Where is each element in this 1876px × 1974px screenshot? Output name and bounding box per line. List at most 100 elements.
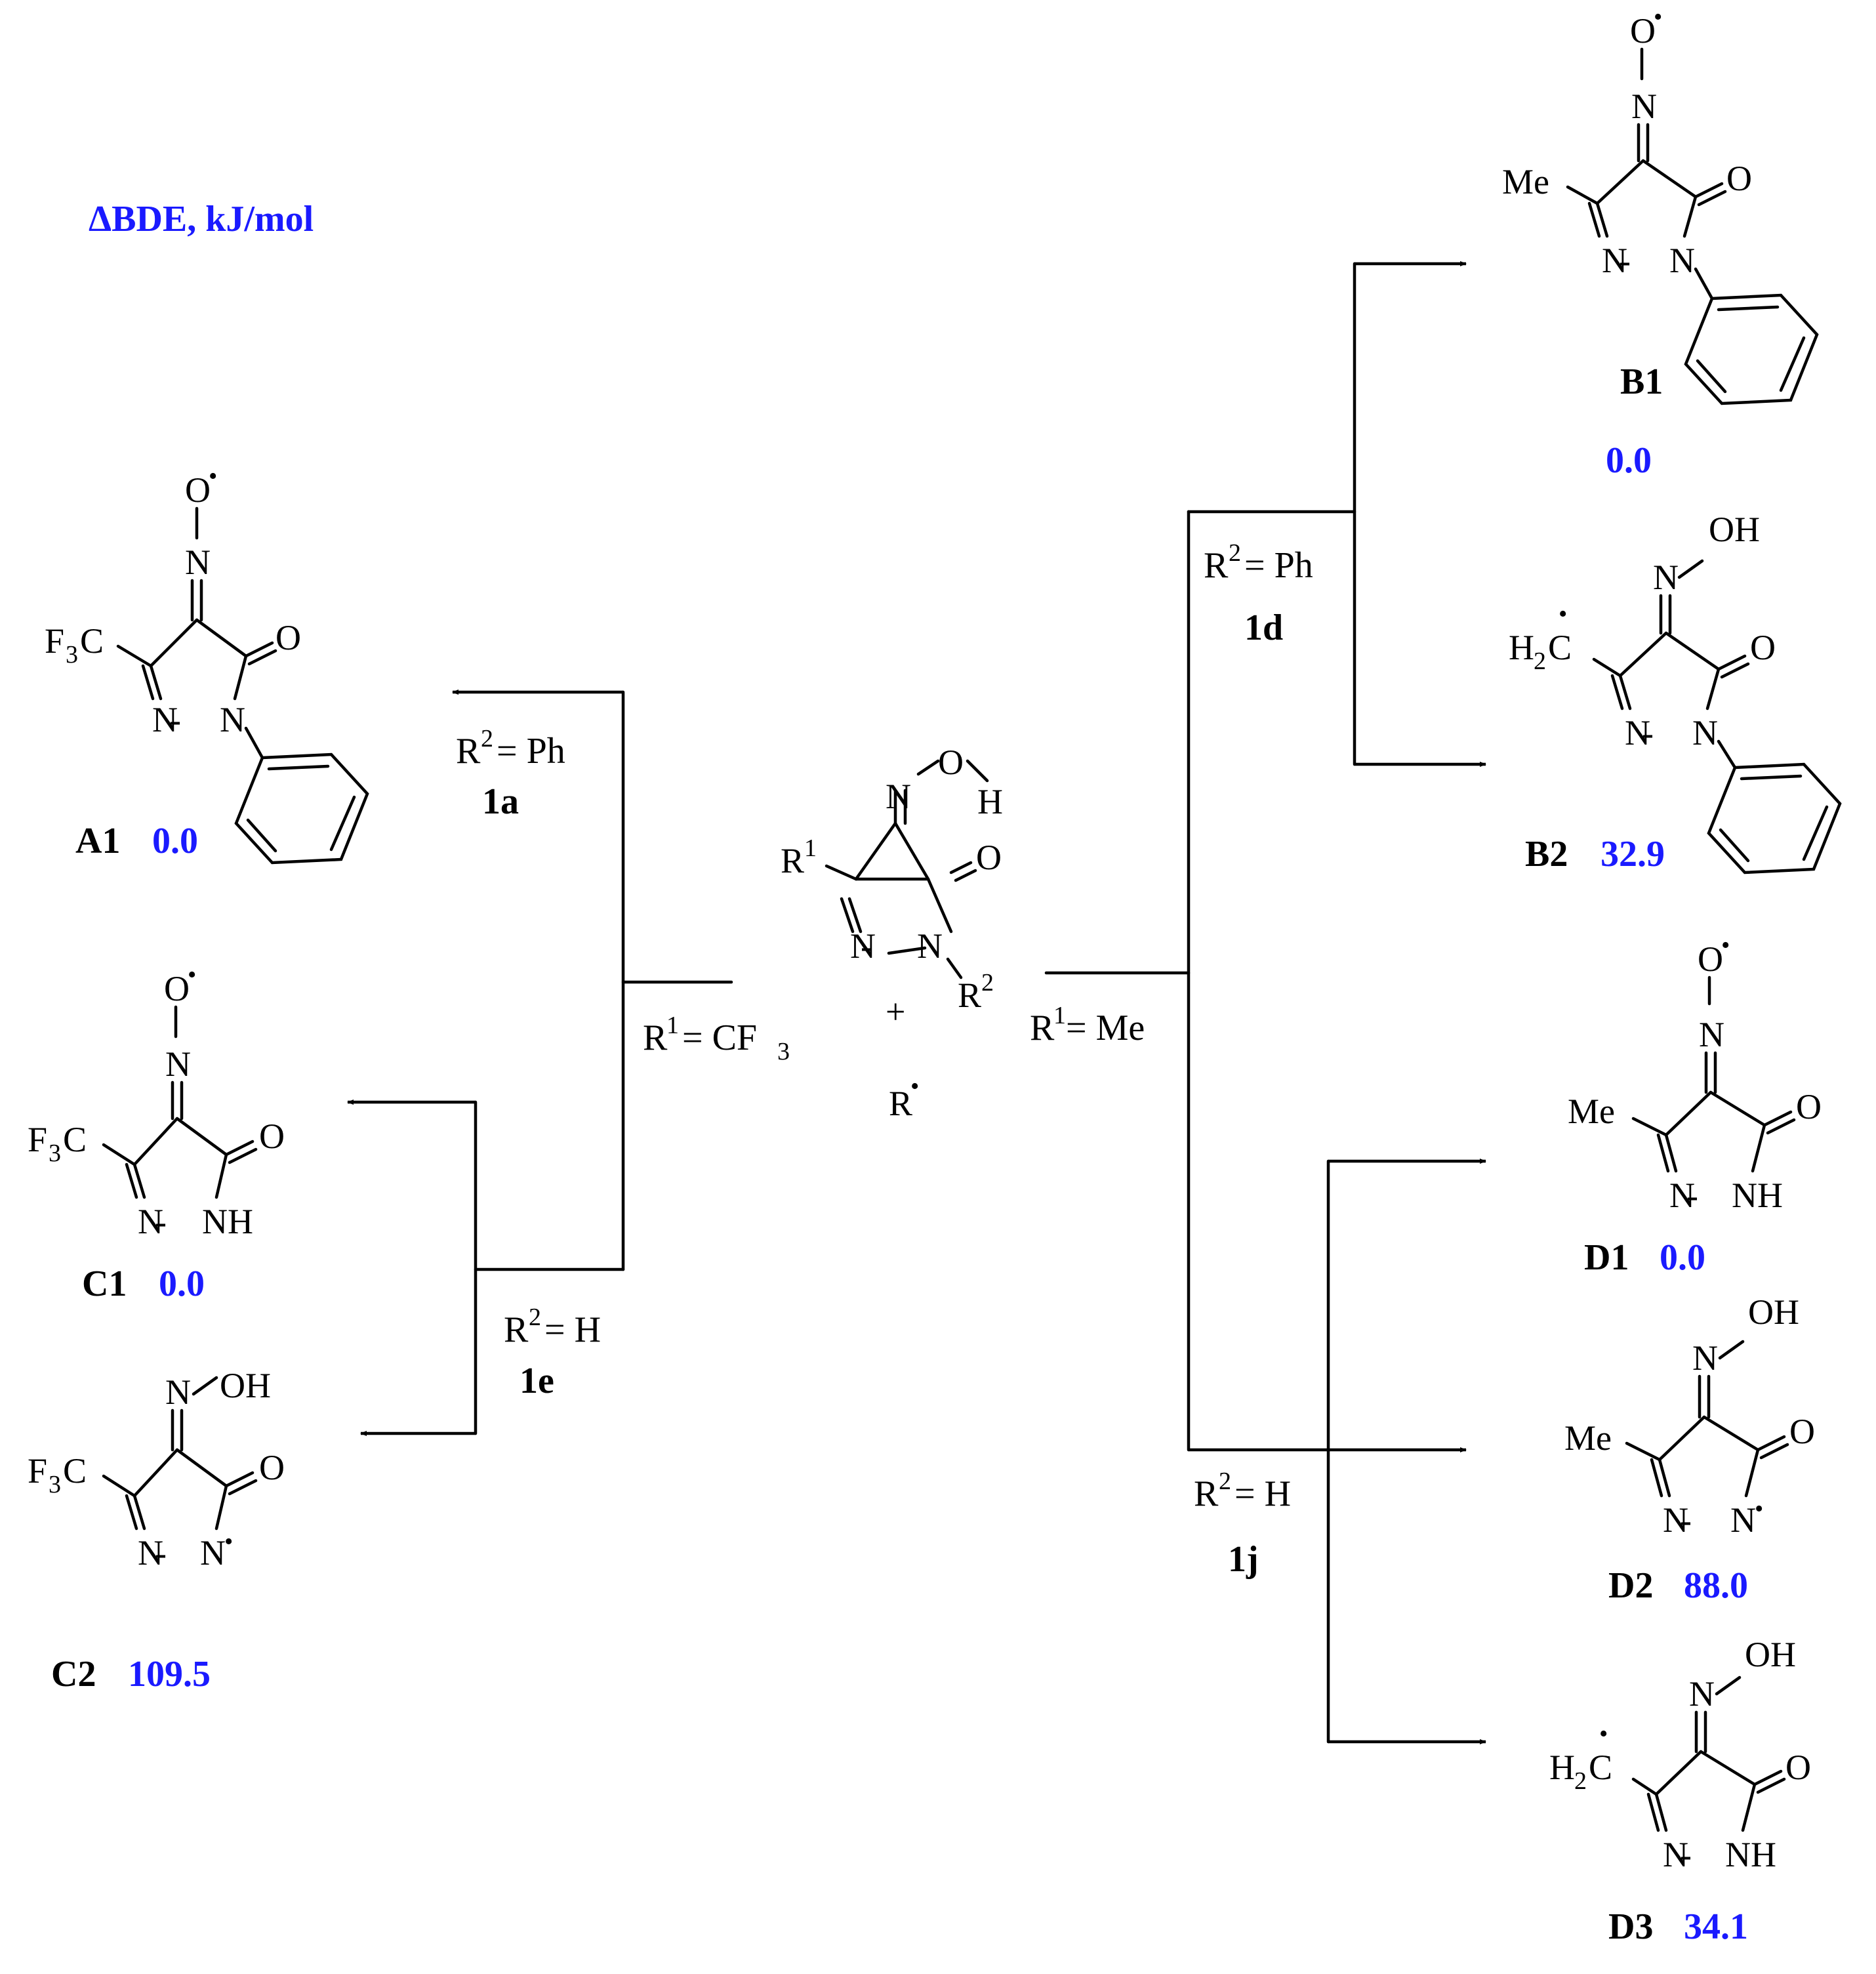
svg-text:3: 3 xyxy=(49,1140,61,1167)
svg-text:C1: C1 xyxy=(82,1264,127,1304)
svg-text:R: R xyxy=(1194,1473,1219,1514)
svg-text:-: - xyxy=(155,1533,167,1573)
svg-text:= CF: = CF xyxy=(682,1018,757,1058)
svg-text:•: • xyxy=(224,1528,233,1555)
svg-text:R: R xyxy=(1204,545,1229,586)
svg-text:D1: D1 xyxy=(1584,1237,1629,1278)
svg-text:O: O xyxy=(1630,11,1656,51)
svg-text:-: - xyxy=(155,1202,167,1241)
svg-text:1: 1 xyxy=(666,1012,679,1039)
product-C2: N OH O N - N • F 3 C C2 109.5 xyxy=(28,1366,285,1695)
svg-text:2: 2 xyxy=(481,725,493,752)
svg-text:NH: NH xyxy=(1725,1835,1776,1874)
svg-text:N: N xyxy=(152,700,178,739)
svg-text:3: 3 xyxy=(49,1471,61,1498)
svg-text:1d: 1d xyxy=(1244,607,1283,648)
svg-text:•: • xyxy=(1654,3,1662,31)
svg-text:2: 2 xyxy=(981,969,994,997)
condition-1a: R 2 = Ph 1a xyxy=(456,725,565,822)
svg-text:0.0: 0.0 xyxy=(152,821,198,861)
svg-text:OH: OH xyxy=(220,1366,271,1405)
svg-text:C: C xyxy=(63,1451,87,1491)
svg-text:O: O xyxy=(259,1117,285,1156)
svg-text:2: 2 xyxy=(1229,539,1241,567)
svg-text:32.9: 32.9 xyxy=(1601,834,1665,874)
svg-text:N: N xyxy=(165,1044,191,1084)
svg-text:C: C xyxy=(1589,1748,1612,1787)
svg-text:•: • xyxy=(1721,932,1730,959)
product-C1: O • N O N - NH F 3 C C1 0.0 xyxy=(28,961,285,1304)
svg-text:R: R xyxy=(781,841,804,880)
svg-text:•: • xyxy=(188,961,196,989)
svg-text:O: O xyxy=(1750,628,1776,667)
scheme-title: ΔBDE, kJ/mol xyxy=(89,199,314,239)
svg-text:B1: B1 xyxy=(1620,361,1663,402)
svg-text:N: N xyxy=(1692,713,1718,752)
right-branch xyxy=(1044,261,1486,1744)
svg-text:O: O xyxy=(976,838,1002,877)
svg-text:D2: D2 xyxy=(1608,1565,1653,1606)
svg-text:O: O xyxy=(1796,1087,1822,1126)
svg-text:F: F xyxy=(28,1120,47,1159)
svg-text:•: • xyxy=(209,463,217,490)
svg-text:N: N xyxy=(220,700,245,739)
svg-text:O: O xyxy=(275,618,301,657)
svg-text:NH: NH xyxy=(1732,1176,1783,1215)
svg-text:-: - xyxy=(861,926,872,966)
svg-text:N: N xyxy=(1631,87,1657,126)
product-B1: O • N O N - N Me B1 0.0 xyxy=(1502,3,1819,481)
svg-text:= Me: = Me xyxy=(1066,1008,1145,1048)
svg-text:1: 1 xyxy=(804,834,817,862)
svg-text:OH: OH xyxy=(1748,1292,1799,1332)
svg-text:-: - xyxy=(1642,713,1654,752)
svg-text:R: R xyxy=(958,976,981,1015)
svg-text:88.0: 88.0 xyxy=(1684,1565,1748,1606)
svg-text:O: O xyxy=(1789,1412,1815,1451)
svg-text:-: - xyxy=(1686,1176,1698,1215)
svg-text:N: N xyxy=(185,543,211,582)
svg-text:A1: A1 xyxy=(75,821,120,861)
svg-text:= Ph: = Ph xyxy=(497,731,565,771)
svg-text:R: R xyxy=(504,1309,529,1350)
svg-text:O: O xyxy=(938,743,964,782)
svg-text:N: N xyxy=(1699,1015,1724,1054)
svg-text:O: O xyxy=(1698,939,1723,979)
svg-text:C: C xyxy=(63,1120,87,1159)
svg-text:C: C xyxy=(1548,628,1572,667)
svg-text:F: F xyxy=(45,621,64,661)
svg-text:F: F xyxy=(28,1451,47,1491)
svg-text:NH: NH xyxy=(202,1202,253,1241)
svg-text:N: N xyxy=(200,1533,226,1573)
condition-1e: R 2 = H 1e xyxy=(504,1304,601,1401)
svg-text:N: N xyxy=(1653,558,1679,597)
left-branch xyxy=(347,689,733,1436)
svg-text:R: R xyxy=(1030,1008,1055,1048)
svg-text:O: O xyxy=(185,470,211,510)
svg-text:N: N xyxy=(886,777,911,816)
svg-text:+: + xyxy=(886,992,905,1031)
svg-text:•: • xyxy=(1755,1495,1763,1523)
svg-text:N: N xyxy=(165,1372,191,1412)
product-D1: O • N O N - NH Me D1 0.0 xyxy=(1568,932,1822,1278)
svg-text:1: 1 xyxy=(1053,1002,1066,1029)
svg-text:O: O xyxy=(259,1448,285,1487)
svg-text:N: N xyxy=(138,1202,163,1241)
svg-text:N: N xyxy=(1669,241,1695,280)
svg-text:-: - xyxy=(1619,241,1631,280)
svg-text:2: 2 xyxy=(1534,648,1546,675)
product-B2: N OH O N - N H 2 C • B2 32.9 xyxy=(1509,510,1842,874)
svg-text:-: - xyxy=(1680,1500,1692,1540)
svg-text:N: N xyxy=(1692,1338,1718,1378)
svg-text:0.0: 0.0 xyxy=(159,1264,205,1304)
svg-text:N: N xyxy=(1669,1176,1695,1215)
svg-text:= H: = H xyxy=(1234,1473,1291,1514)
svg-text:•: • xyxy=(1559,600,1567,628)
svg-text:N: N xyxy=(138,1533,163,1573)
svg-text:N: N xyxy=(917,926,943,966)
svg-text:C2: C2 xyxy=(51,1654,96,1695)
svg-text:2: 2 xyxy=(1219,1468,1231,1495)
svg-text:•: • xyxy=(1599,1720,1608,1748)
condition-r1-cf3: R 1 = CF 3 xyxy=(643,1012,790,1065)
svg-text:O: O xyxy=(164,969,190,1008)
svg-text:N: N xyxy=(850,926,876,966)
